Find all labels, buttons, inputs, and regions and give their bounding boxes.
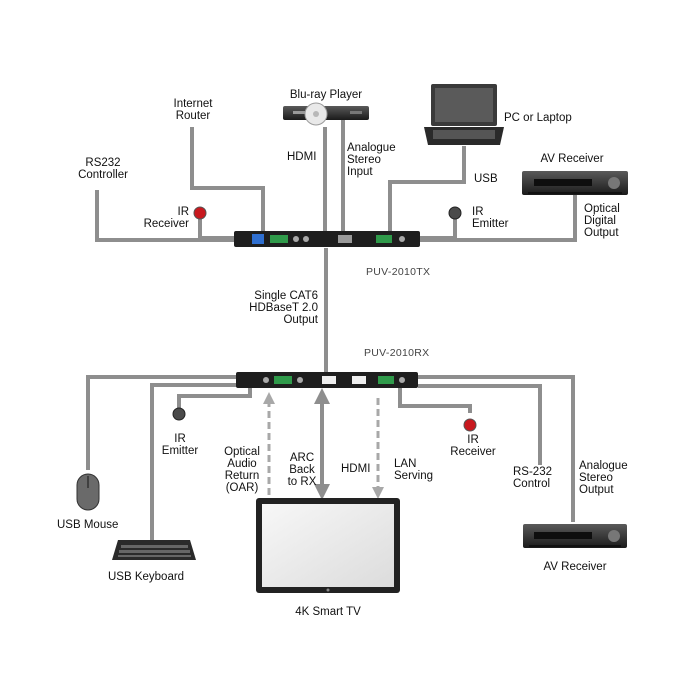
transmitter-model-label: PUV-2010TX <box>366 266 431 278</box>
smart-tv-label: 4K Smart TV <box>295 606 361 618</box>
usb-keyboard-icon <box>112 540 196 560</box>
usb-mouse-label: USB Mouse <box>57 519 119 531</box>
arc-back-label: ARC Back to RX <box>287 452 317 488</box>
puv-2010rx-unit <box>236 372 418 388</box>
ir-emitter-bottom-icon <box>172 407 186 421</box>
ir-receiver-bottom-icon <box>463 418 477 432</box>
ir-receiver-top-icon <box>193 206 207 220</box>
analogue-stereo-output-label: Analogue Stereo Output <box>579 460 628 496</box>
usb-label: USB <box>474 173 498 185</box>
analogue-stereo-input-label: Analogue Stereo Input <box>347 142 396 178</box>
cable-rs232-control <box>418 384 542 465</box>
tx-cables <box>95 115 577 374</box>
bluray-player-icon <box>283 102 369 126</box>
cable-internet-router <box>190 127 265 232</box>
smart-tv-icon <box>256 498 400 593</box>
cable-optical-digital-output <box>420 193 577 242</box>
ir-emitter-top-label: IR Emitter <box>472 206 509 230</box>
rs232-controller-label: RS232 Controller <box>78 157 128 181</box>
cable-usb-keyboard <box>150 383 237 540</box>
cable-ir-receiver-bottom <box>398 388 472 413</box>
bluray-player-label: Blu-ray Player <box>289 89 363 101</box>
optical-audio-return-label: Optical Audio Return (OAR) <box>224 446 260 494</box>
ir-emitter-bottom-label: IR Emitter <box>161 433 199 457</box>
internet-router-label: Internet Router <box>173 98 213 122</box>
cable-rs232-controller <box>95 190 240 242</box>
puv-2010tx-unit <box>234 231 420 247</box>
av-receiver-bottom-label: AV Receiver <box>543 561 607 573</box>
hdmi-top-label: HDMI <box>287 151 317 163</box>
cable-ir-emitter-bottom <box>177 388 252 412</box>
av-receiver-top-icon <box>522 171 628 195</box>
av-receiver-top-label: AV Receiver <box>540 153 604 165</box>
rs232-control-label: RS-232 Control <box>513 466 552 490</box>
usb-keyboard-label: USB Keyboard <box>108 571 185 583</box>
ir-emitter-top-icon <box>448 206 462 220</box>
laptop-icon <box>424 84 504 145</box>
hdmi-bottom-label: HDMI <box>341 463 371 475</box>
optical-digital-output-label: Optical Digital Output <box>584 203 620 239</box>
cable-usb-pc <box>388 146 466 232</box>
cable-usb-mouse <box>86 375 237 470</box>
cable-ir-emitter-top <box>420 216 457 240</box>
pc-laptop-label: PC or Laptop <box>504 112 572 124</box>
cable-analogue-stereo-output <box>418 375 575 522</box>
ir-receiver-top-label: IR Receiver <box>143 206 189 230</box>
ir-receiver-bottom-label: IR Receiver <box>450 434 496 458</box>
cable-ir-receiver-top <box>198 215 240 240</box>
rx-cables <box>86 375 575 540</box>
lan-serving-label: LAN Serving <box>394 458 433 482</box>
usb-mouse-icon <box>76 473 100 511</box>
receiver-model-label: PUV-2010RX <box>364 347 430 359</box>
cat6-link-label: Single CAT6 HDBaseT 2.0 Output <box>249 290 318 326</box>
av-receiver-bottom-icon <box>523 524 627 548</box>
